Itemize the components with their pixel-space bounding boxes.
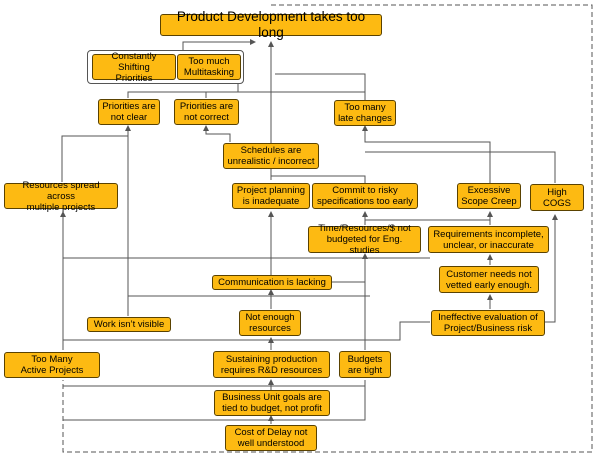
node-ineffective-evaluation: Ineffective evaluation of Project/Busine…	[431, 310, 545, 336]
node-priorities-not-clear: Priorities are not clear	[98, 99, 160, 125]
connector-comm-right	[332, 258, 366, 283]
connector-late-root	[275, 73, 366, 100]
connector-business-row	[63, 380, 366, 387]
node-time-resources: Time/Resources/$ not budgeted for Eng. s…	[308, 223, 421, 256]
node-shifting-priorities: Constantly Shifting Priorities	[92, 51, 176, 84]
node-high-cogs: High COGS	[530, 184, 584, 211]
connector-group-root	[182, 39, 256, 50]
node-budgets-tight: Budgets are tight	[339, 351, 391, 378]
node-cost-of-delay: Cost of Delay not well understood	[225, 425, 317, 451]
node-business-unit-goals: Business Unit goals are tied to budget, …	[214, 390, 330, 416]
connector-spread-prio	[61, 125, 131, 182]
connector-schedules-prio	[203, 125, 231, 142]
node-sustaining-production: Sustaining production requires R&D resou…	[213, 351, 330, 378]
node-risky-specs: Commit to risky specifications too early	[312, 183, 418, 209]
connector-cogs-late	[365, 151, 556, 183]
node-multitasking: Too much Multitasking	[177, 54, 241, 80]
node-resources-spread: Resources spread across multiple project…	[4, 180, 118, 213]
connector-risky-sched	[271, 175, 366, 183]
node-root: Product Development takes too long	[160, 9, 382, 40]
connector-scope-late	[362, 125, 491, 183]
connector-priorities-group	[127, 84, 239, 98]
node-project-planning: Project planning is inadequate	[232, 183, 310, 209]
node-communication-lacking: Communication is lacking	[212, 275, 332, 290]
node-late-changes: Too many late changes	[334, 100, 396, 126]
node-requirements-incomplete: Requirements incomplete, unclear, or ina…	[428, 226, 549, 253]
connector-cod-row	[63, 380, 366, 421]
connector-req-risky	[365, 219, 491, 225]
node-priorities-not-correct: Priorities are not correct	[174, 99, 239, 125]
node-work-not-visible: Work isn’t visible	[87, 317, 171, 332]
node-schedules-unrealistic: Schedules are unrealistic / incorrect	[223, 143, 319, 169]
connector-eval-left	[63, 321, 430, 341]
connector-eval-cogs	[545, 214, 558, 323]
dashed-feedback-loop	[62, 4, 593, 453]
node-customer-needs: Customer needs not vetted early enough.	[439, 266, 539, 293]
node-too-many-projects: Too Many Active Projects	[4, 352, 100, 378]
node-not-enough-resources: Not enough resources	[239, 310, 301, 336]
node-scope-creep: Excessive Scope Creep	[457, 183, 521, 209]
